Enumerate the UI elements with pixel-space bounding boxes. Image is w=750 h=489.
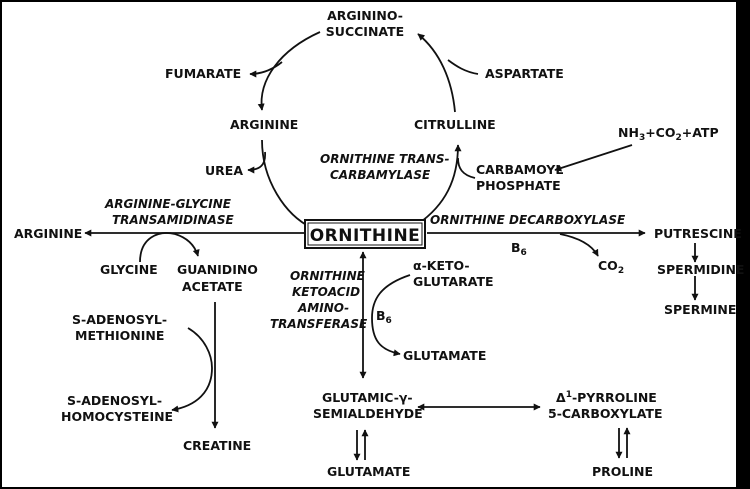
node-co2: CO2	[598, 258, 624, 276]
ornithine-box-inner	[307, 222, 423, 246]
enzyme-oat-line2: KETOACID	[292, 285, 360, 299]
node-carbamoyl-line1: CARBAMOYL	[476, 162, 563, 177]
node-p5c-line1: Δ1-PYRROLINE	[556, 390, 657, 405]
cofactor-b6-decarboxylase: B6	[511, 240, 527, 258]
node-glutamate-bottom: GLUTAMATE	[327, 464, 410, 479]
node-argininosuccinate-line1: ARGININO-	[327, 8, 403, 23]
node-nh3-co2-atp: NH3+CO2+ATP	[618, 125, 719, 143]
node-citrulline: CITRULLINE	[414, 117, 496, 132]
enzyme-oat-line4: TRANSFERASE	[270, 317, 368, 331]
arrow-carbamoyl-into-cycle	[457, 157, 476, 179]
enzyme-otc-line1: ORNITHINE TRANS-	[320, 152, 449, 166]
enzyme-agat-line2: TRANSAMIDINASE	[112, 213, 234, 227]
enzyme-oat-line1: ORNITHINE	[290, 269, 366, 283]
node-glutamate-mid: GLUTAMATE	[403, 348, 486, 363]
node-sam-line2: METHIONINE	[75, 328, 164, 343]
node-aspartate: ASPARTATE	[485, 66, 564, 81]
node-fumarate: FUMARATE	[165, 66, 241, 81]
node-carbamoyl-line2: PHOSPHATE	[476, 178, 561, 193]
arrow-sam-to-sah	[171, 327, 213, 413]
node-sam-line1: S-ADENOSYL-	[72, 312, 167, 327]
node-arginine-cycle: ARGININE	[230, 117, 298, 132]
node-arginine-left: ARGININE	[14, 226, 82, 241]
arrow-decarboxylation-to-co2	[559, 233, 599, 257]
node-putrescine: PUTRESCINE	[654, 226, 742, 241]
node-spermidine: SPERMIDINE	[657, 262, 744, 277]
node-p5c-line2: 5-CARBOXYLATE	[548, 406, 663, 421]
node-spermine: SPERMINE	[664, 302, 736, 317]
arrow-nh3-to-carbamoyl	[554, 144, 633, 172]
node-creatine: CREATINE	[183, 438, 251, 453]
arrow-glycine-to-guanidino	[139, 232, 200, 263]
node-sah-line1: S-ADENOSYL-	[67, 393, 162, 408]
node-gsa-line1: GLUTAMIC-γ-	[322, 390, 413, 405]
node-guanidino-line1: GUANIDINO	[177, 262, 258, 277]
enzyme-agat-line1: ARGININE-GLYCINE	[104, 197, 232, 211]
node-guanidino-line2: ACETATE	[182, 279, 243, 294]
ornithine-box-outer	[304, 219, 426, 249]
arrow-akg-to-glutamate	[371, 274, 411, 357]
arrow-argininosuccinate-to-arginine	[257, 31, 321, 111]
enzyme-oat-line3: AMINO-	[297, 301, 349, 315]
node-glycine: GLYCINE	[100, 262, 158, 277]
node-proline: PROLINE	[592, 464, 653, 479]
arrow-ornithine-to-citrulline	[417, 144, 462, 225]
arrow-aspartate-into-cycle	[447, 59, 479, 75]
node-argininosuccinate-line2: SUCCINATE	[326, 24, 404, 39]
cofactor-b6-aminotransferase: B6	[376, 308, 392, 326]
arrow-citrulline-to-argininosuccinate	[417, 33, 456, 113]
node-sah-line2: HOMOCYSTEINE	[61, 409, 173, 424]
enzyme-otc-line2: CARBAMYLASE	[330, 168, 431, 182]
node-akg-line2: GLUTARATE	[413, 274, 494, 289]
arrow-argininosuccinate-to-fumarate	[249, 61, 283, 78]
arrow-arginine-to-ornithine	[261, 139, 313, 229]
node-ornithine: ORNITHINE	[310, 226, 421, 246]
enzyme-odc: ORNITHINE DECARBOXYLASE	[430, 213, 626, 227]
node-gsa-line2: SEMIALDEHYDE	[313, 406, 423, 421]
arrow-arginine-to-urea	[247, 151, 266, 174]
node-urea: UREA	[205, 163, 243, 178]
node-akg-line1: α-KETO-	[413, 258, 470, 273]
